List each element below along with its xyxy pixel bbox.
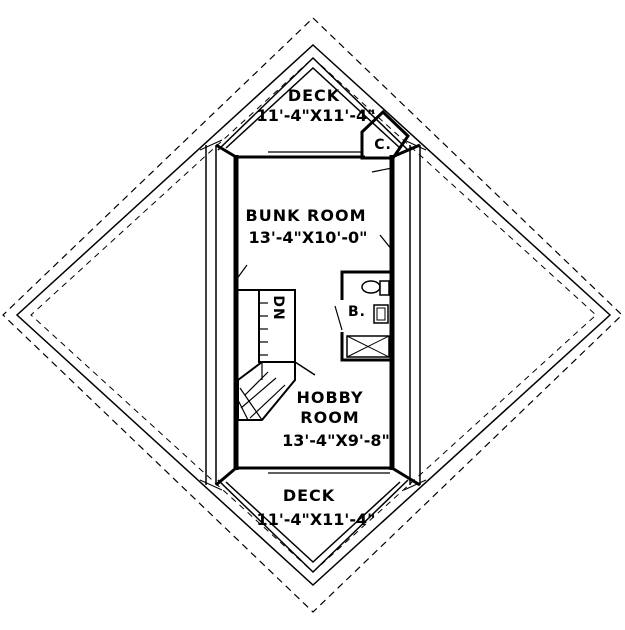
bath-label: B. bbox=[348, 304, 366, 320]
bottom-deck-railing bbox=[217, 479, 409, 574]
diamond-outline bbox=[15, 43, 612, 587]
stairs-down-label: DN bbox=[270, 295, 286, 321]
stairs-drawing bbox=[237, 289, 316, 421]
closet-label: C. bbox=[374, 137, 392, 153]
hobby-room-label-line1: HOBBY bbox=[296, 388, 364, 407]
bottom-deck-label: DECK bbox=[282, 486, 336, 505]
top-window bbox=[268, 151, 362, 158]
top-deck-label: DECK bbox=[287, 86, 341, 105]
top-deck-dimensions: 11'-4"X11'-4" bbox=[256, 106, 376, 125]
bottom-window bbox=[268, 467, 390, 474]
bathroom-walls bbox=[334, 270, 392, 362]
hobby-room-label-line2: ROOM bbox=[300, 408, 360, 427]
bunk-room-label: BUNK ROOM bbox=[245, 206, 367, 225]
outer-dashed-roofline bbox=[2, 17, 623, 613]
bunk-room-dimensions: 13'-4"X10'-0" bbox=[248, 228, 368, 247]
door-marks bbox=[235, 167, 393, 281]
bottom-deck-dimensions: 11'-4"X11'-4" bbox=[256, 510, 376, 529]
closet-walls bbox=[360, 109, 410, 160]
hobby-room-dimensions: 13'-4"X9'-8" bbox=[282, 431, 390, 450]
